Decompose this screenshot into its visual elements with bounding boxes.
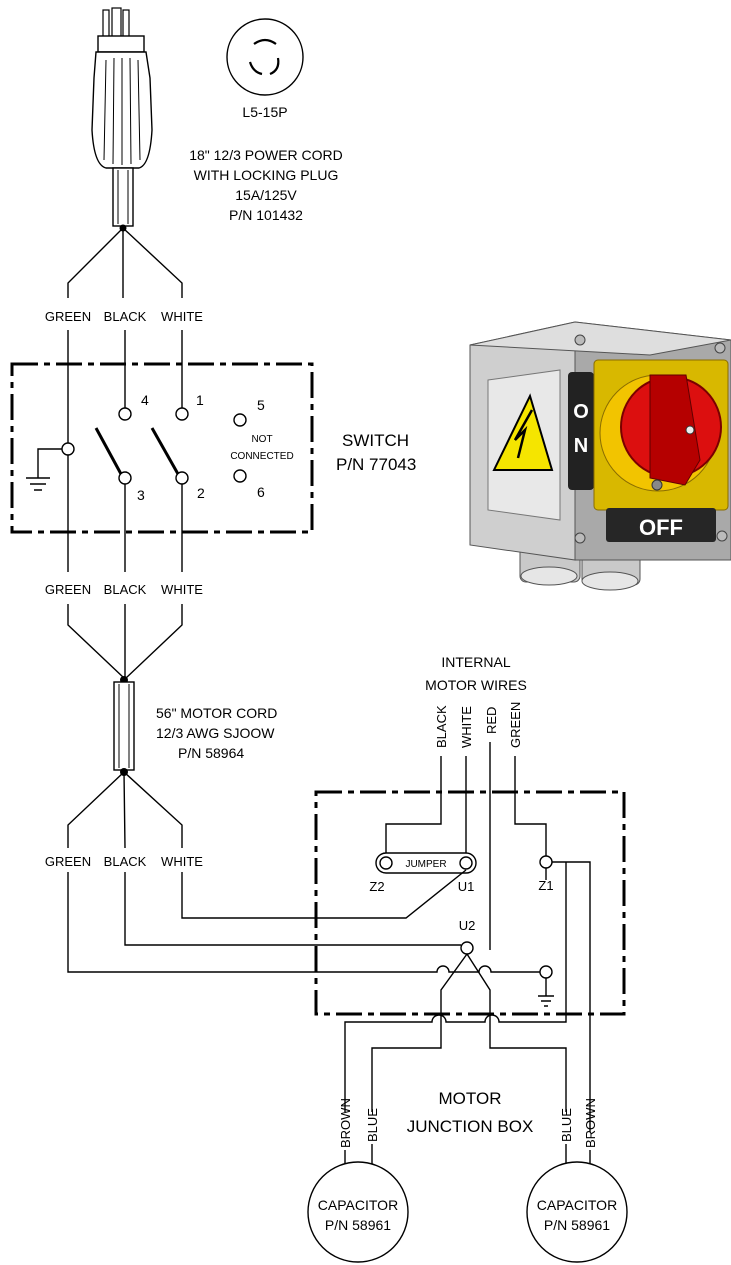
switch-on-letter-n: N bbox=[574, 435, 588, 457]
cap-wire-brown-left: BROWN bbox=[338, 1098, 353, 1148]
terminal-3: 3 bbox=[137, 487, 145, 503]
internal-wire-red: RED bbox=[484, 707, 499, 734]
switch-ground-terminal bbox=[61, 442, 75, 456]
wire-label-green-mid: GREEN bbox=[45, 582, 91, 597]
terminal-u2: U2 bbox=[459, 918, 476, 933]
capacitor-right-label: CAPACITOR bbox=[537, 1197, 617, 1213]
switch-box-outline bbox=[10, 362, 314, 534]
jumper-bar bbox=[375, 852, 477, 874]
motor-cord-line-3: P/N 58964 bbox=[178, 745, 244, 761]
plug-type-label: L5-15P bbox=[242, 104, 287, 120]
wire-label-white-mid: WHITE bbox=[161, 582, 203, 597]
switch-on-letter-o: O bbox=[573, 401, 589, 423]
internal-title-2: MOTOR WIRES bbox=[425, 677, 527, 693]
capacitor-left bbox=[307, 1161, 409, 1263]
ground-symbol-icon bbox=[26, 477, 50, 491]
terminal-z1-connector bbox=[539, 855, 553, 869]
capacitor-left-part: P/N 58961 bbox=[325, 1217, 391, 1233]
cap-wire-blue-right: BLUE bbox=[559, 1108, 574, 1142]
switch-off-label: OFF bbox=[639, 515, 683, 540]
wire-label-green-bottom: GREEN bbox=[45, 854, 91, 869]
internal-title-1: INTERNAL bbox=[441, 654, 510, 670]
jumper-label: JUMPER bbox=[405, 859, 446, 870]
l5-15p-face-icon bbox=[226, 18, 304, 96]
wire-label-black-top: BLACK bbox=[104, 309, 147, 324]
terminal-u1: U1 bbox=[458, 879, 475, 894]
junction-ground-icon bbox=[538, 995, 554, 1007]
locking-plug-icon bbox=[91, 7, 153, 232]
terminal-4: 4 bbox=[141, 392, 149, 408]
power-cord-line-4: P/N 101432 bbox=[229, 207, 303, 223]
cap-wire-brown-right: BROWN bbox=[583, 1098, 598, 1148]
power-cord-line-1: 18" 12/3 POWER CORD bbox=[189, 147, 343, 163]
junction-title-2: JUNCTION BOX bbox=[407, 1117, 534, 1136]
terminal-2: 2 bbox=[197, 485, 205, 501]
not-connected-line-1: NOT bbox=[251, 434, 272, 445]
cap-wire-blue-left: BLUE bbox=[365, 1108, 380, 1142]
terminal-u2-connector bbox=[460, 941, 474, 955]
power-cord-line-3: 15A/125V bbox=[235, 187, 297, 203]
power-cord-line-2: WITH LOCKING PLUG bbox=[194, 167, 339, 183]
switch-part-number: P/N 77043 bbox=[336, 455, 416, 474]
wire-label-black-mid: BLACK bbox=[104, 582, 147, 597]
switch-blade-left bbox=[94, 427, 123, 475]
motor-cord-line-2: 12/3 AWG SJOOW bbox=[156, 725, 275, 741]
wire-label-white-top: WHITE bbox=[161, 309, 203, 324]
terminal-1: 1 bbox=[196, 392, 204, 408]
capacitor-right bbox=[526, 1161, 628, 1263]
wire-label-black-bottom: BLACK bbox=[104, 854, 147, 869]
switch-blade-right bbox=[150, 427, 180, 475]
switch-enclosure-illustration bbox=[469, 321, 731, 591]
switch-title: SWITCH bbox=[342, 431, 409, 450]
terminal-z1: Z1 bbox=[538, 878, 553, 893]
junction-title-1: MOTOR bbox=[439, 1089, 502, 1108]
not-connected-line-2: CONNECTED bbox=[230, 451, 293, 462]
capacitor-left-label: CAPACITOR bbox=[318, 1197, 398, 1213]
terminal-6: 6 bbox=[257, 484, 265, 500]
internal-wire-black: BLACK bbox=[434, 705, 449, 748]
internal-wire-green: GREEN bbox=[508, 702, 523, 748]
terminal-z2: Z2 bbox=[369, 879, 384, 894]
junction-ground-terminal bbox=[539, 965, 553, 979]
motor-cord-icon bbox=[113, 676, 135, 776]
motor-cord-line-1: 56" MOTOR CORD bbox=[156, 705, 277, 721]
terminal-5: 5 bbox=[257, 397, 265, 413]
capacitor-right-part: P/N 58961 bbox=[544, 1217, 610, 1233]
junction-box-outline bbox=[314, 790, 626, 1016]
wire-label-white-bottom: WHITE bbox=[161, 854, 203, 869]
wire-label-green-top: GREEN bbox=[45, 309, 91, 324]
internal-wire-white: WHITE bbox=[459, 706, 474, 748]
